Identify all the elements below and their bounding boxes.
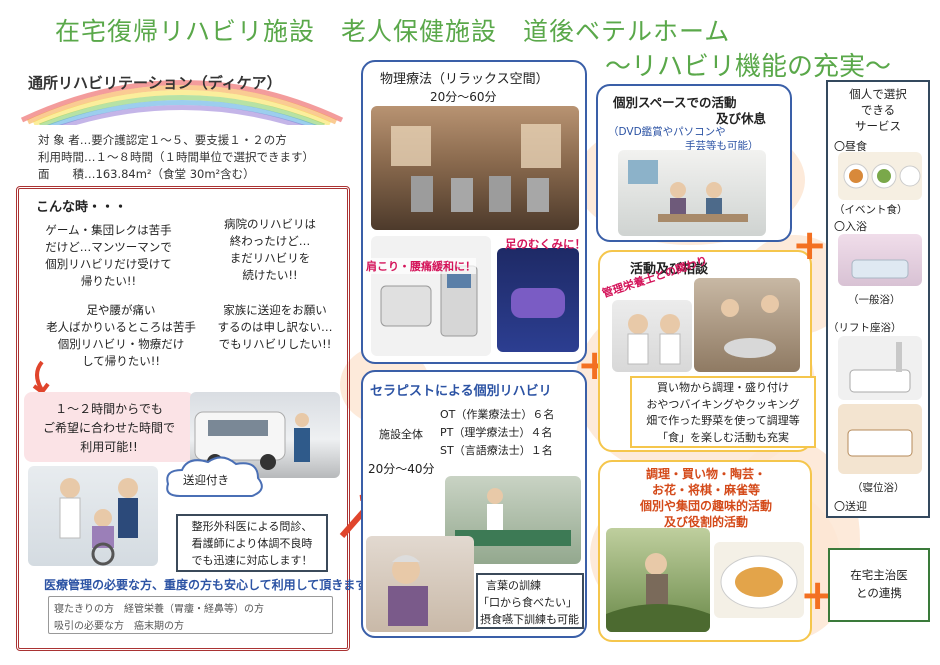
speech-box (476, 573, 584, 629)
hours-note-box (24, 392, 194, 462)
case-three: 足や腰が痛い 老人ばかりいるところは苦手 個別リハビリ・物療だけ して帰りたい!… (46, 303, 196, 368)
dish-photo (714, 542, 804, 618)
page-subtitle: ～リハビリ機能の充実～ (605, 52, 892, 82)
medical-list-2: 吸引の必要な方 癌末期の方 (54, 621, 184, 632)
personal-space-note2: 手芸等も可能） (685, 140, 759, 152)
personal-space-note: （DVD鑑賞やパソコンや (608, 126, 726, 138)
shoulder-pain-label: 肩こり・腰痛緩和に！ (366, 258, 476, 274)
activities-desc: 買い物から調理・盛り付け おやつバイキングやクッキング 畑で作った野菜を使って調… (646, 381, 800, 444)
medical-title: 医療管理の必要な方、重度の方も安心して利用して頂きます (44, 578, 368, 592)
plate-icon (720, 555, 798, 609)
facility-label: 施設全体 (379, 428, 423, 441)
services-title: 個人で選択 できる サービス (849, 87, 907, 133)
case-one: ゲーム・集団レクは苦手 だけど…マンツーマンで 個別リハビリだけ受けて 帰りたい… (45, 223, 172, 288)
home-doctor-label: 在宅主治医 との連携 (850, 568, 908, 600)
hobbies-text: 調理・買い物・陶芸・ お花・将棋・麻雀等 個別や集団の趣味的活動 及び役割的活動 (639, 467, 772, 529)
meal-photo (838, 152, 922, 200)
rainbow-decoration (20, 80, 344, 125)
speech-training-photo (366, 536, 474, 632)
relax-room-photo (371, 106, 579, 230)
personal-space-title2: 及び休息 (716, 111, 767, 126)
lying-bath-photo (838, 404, 922, 474)
service-bath-lying: （寝位浴） (852, 482, 905, 494)
therapy-device-photo (371, 236, 491, 356)
case-two: 病院のリハビリは 終わったけど… まだリハビリを 続けたい!! (224, 217, 316, 282)
staff-ot: OT（作業療法士）６名 (440, 408, 555, 421)
activities-title: 活動及び相談 (630, 262, 709, 277)
staff-icon (627, 314, 681, 365)
service-bath-general: （一般浴） (848, 294, 901, 306)
staff-st: ST（言語療法士）１名 (440, 444, 553, 457)
therapist-title: セラピストによる個別リハビリ (370, 384, 552, 399)
rehab-bed-icon (455, 488, 571, 546)
speech-note: 摂食嚥下訓練も可能 (480, 613, 579, 626)
garden-icon (606, 553, 710, 632)
hours-note: １～２時間からでも ご希望に合わせた時間で 利用可能!! (42, 402, 175, 454)
table-group-icon (628, 160, 748, 222)
staff-pt: PT（理学療法士）４名 (440, 426, 553, 439)
bath-general-photo (838, 234, 922, 286)
medical-list-1: 寝たきりの方 経管栄養（胃瘻・経鼻等）の方 (54, 604, 264, 615)
dietitian-photo (612, 300, 692, 372)
service-bath-lift: （リフト座浴） (828, 322, 902, 334)
wheelchair-icon (59, 478, 138, 566)
van-icon (194, 411, 310, 470)
service-bath: 〇入浴 (834, 220, 867, 233)
curved-arrow-icon (32, 360, 50, 395)
page-title: 在宅復帰リハビリ施設 老人保健施設 道後ベテルホーム (55, 17, 731, 46)
pickup-van-photo (190, 392, 340, 478)
medical-list-box (48, 596, 333, 634)
device-icon (380, 265, 478, 337)
service-event-meal: （イベント食） (834, 204, 908, 216)
gardening-photo (606, 528, 710, 632)
nurse-wheelchair-photo (28, 466, 158, 566)
info-hours: 利用時間…１～８時間（１時間単位で選択できます） (38, 150, 314, 164)
lift-bath-photo (838, 336, 922, 400)
info-target: 対 象 者…要介護認定１～５、要支援１・２の方 (38, 133, 287, 147)
leg-swelling-label: 足のむくみに！ (505, 237, 586, 251)
activities-desc-box (630, 376, 816, 448)
lift-chair-icon (849, 342, 911, 393)
daycare-title: 通所リハビリテーション（ディケア） (28, 74, 282, 92)
massage-chair-icon (391, 124, 561, 212)
leg-device-photo (497, 248, 579, 352)
use-cases-panel (16, 186, 350, 651)
personal-space-photo (618, 150, 766, 236)
speech-quote: 「口から食べたい」 (478, 596, 577, 609)
case-four: 家族に送迎をお願い するのは申し訳ない… でもリハビリしたい!! (217, 303, 333, 351)
bathtub-icon (851, 259, 909, 279)
doctor-note-box (176, 514, 328, 572)
service-transport: 〇送迎 (834, 500, 867, 513)
use-cases-heading: こんな時・・・ (36, 200, 128, 215)
doctor-note: 整形外科医による問診、 看護師により体調不良時 でも迅速に対応します！ (191, 520, 313, 567)
physical-therapy-title: 物理療法（リラックス空間） (380, 72, 549, 87)
cloud-icon (166, 456, 263, 497)
personal-space-title: 個別スペースでの活動 (613, 95, 737, 110)
physical-therapy-duration: 20分～60分 (430, 90, 497, 104)
home-doctor-box (828, 548, 930, 622)
therapist-duration: 20分～40分 (368, 462, 435, 476)
plus-icon: + (792, 220, 828, 269)
leg-massager-icon (511, 288, 565, 318)
service-meal: 〇昼食 (834, 140, 867, 153)
elderly-person-icon (388, 555, 428, 626)
info-area: 面 積…163.84m²（食堂 30m²含む） (38, 167, 255, 181)
lying-bath-icon (847, 429, 913, 457)
cooking-photo (694, 278, 800, 372)
speech-title: 言葉の訓練 (486, 579, 541, 592)
meal-icon (843, 163, 921, 189)
pickup-label: 送迎付き (183, 473, 229, 487)
cooking-pot-icon (721, 295, 779, 358)
